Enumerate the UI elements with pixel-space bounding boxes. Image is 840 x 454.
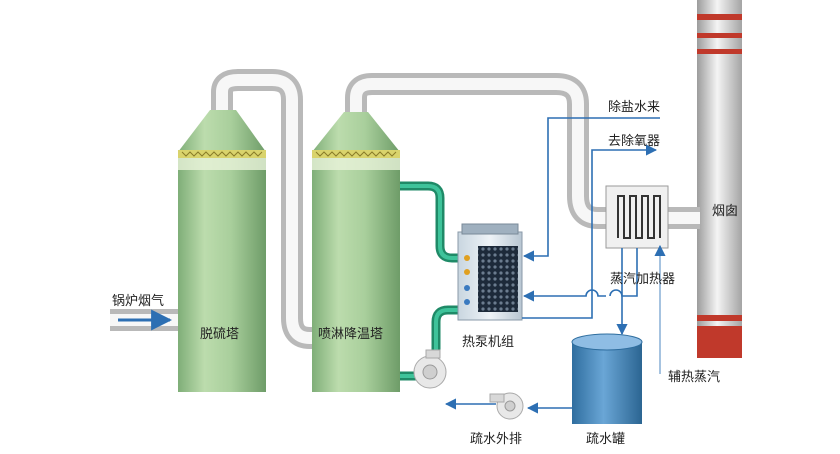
auxiliary-steam-label: 辅热蒸汽 xyxy=(668,370,721,385)
deaerator-line xyxy=(522,144,658,319)
circulating-water-pipes xyxy=(400,181,464,381)
indicator-light xyxy=(464,285,470,291)
chimney-band xyxy=(697,33,742,38)
indicator-light xyxy=(464,269,470,275)
drain-discharge-label: 疏水外排 xyxy=(470,432,523,447)
deaerator-label: 去除氧器 xyxy=(608,134,661,149)
chimney xyxy=(697,0,742,358)
chimney-band xyxy=(697,14,742,20)
flow-lines xyxy=(444,117,666,414)
steam-heater xyxy=(605,185,669,249)
drain-tank xyxy=(571,333,643,424)
steam-heater-label: 蒸汽加热器 xyxy=(610,272,676,287)
desulfurization-tower xyxy=(178,110,266,392)
heat-pump-unit xyxy=(457,223,523,321)
chimney-label: 烟囱 xyxy=(712,204,739,219)
spray-cooling-tower-label: 喷淋降温塔 xyxy=(318,327,384,342)
circulation-pump xyxy=(413,349,447,389)
demineralized-water-label: 除盐水来 xyxy=(608,100,661,115)
demineralized-water-line xyxy=(522,117,660,262)
indicator-light xyxy=(464,255,470,261)
boiler-flue-gas-label: 锅炉烟气 xyxy=(112,294,165,309)
chimney-base xyxy=(697,326,742,358)
spray-cooling-tower xyxy=(312,112,400,392)
heat-pump-unit-label: 热泵机组 xyxy=(462,335,515,350)
heat-return-line xyxy=(522,289,606,302)
chimney-band xyxy=(697,315,742,321)
drain-tank-label: 疏水罐 xyxy=(586,432,626,447)
desulfurization-tower-label: 脱硫塔 xyxy=(200,327,240,342)
drain-pump xyxy=(489,392,524,420)
indicator-light xyxy=(464,299,470,305)
chimney-band xyxy=(697,49,742,54)
